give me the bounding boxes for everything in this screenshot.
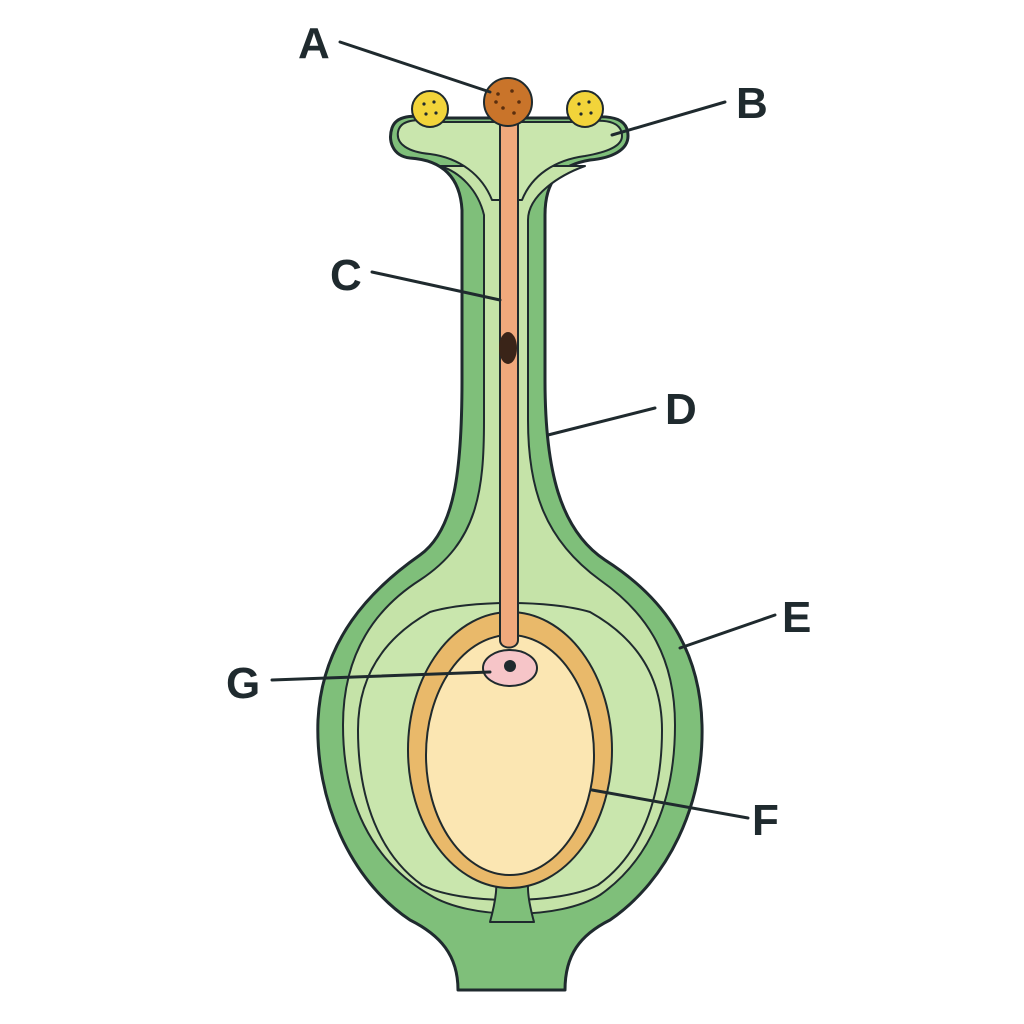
- label-a: A: [298, 19, 330, 68]
- leader-line-d: [546, 406, 657, 437]
- label-c: C: [330, 251, 362, 300]
- label-b: B: [736, 79, 768, 128]
- leader-line-e: [678, 613, 777, 650]
- leader-line-f: [590, 788, 750, 820]
- pollen-tube: [499, 119, 519, 649]
- nucleus-icon: [499, 332, 517, 364]
- label-f: F: [752, 796, 779, 845]
- egg-nucleus-icon: [504, 660, 516, 672]
- leader-line-a: [338, 40, 492, 94]
- pollen-grain-icon: [566, 90, 604, 128]
- pollen-grain-icon: [411, 90, 449, 128]
- leader-line-b: [610, 100, 727, 137]
- leader-line-c: [370, 270, 502, 302]
- pollen-grain-icon: [483, 77, 533, 127]
- label-g: G: [226, 659, 260, 708]
- leader-line-g: [270, 670, 492, 682]
- label-d: D: [665, 385, 697, 434]
- label-e: E: [782, 593, 811, 642]
